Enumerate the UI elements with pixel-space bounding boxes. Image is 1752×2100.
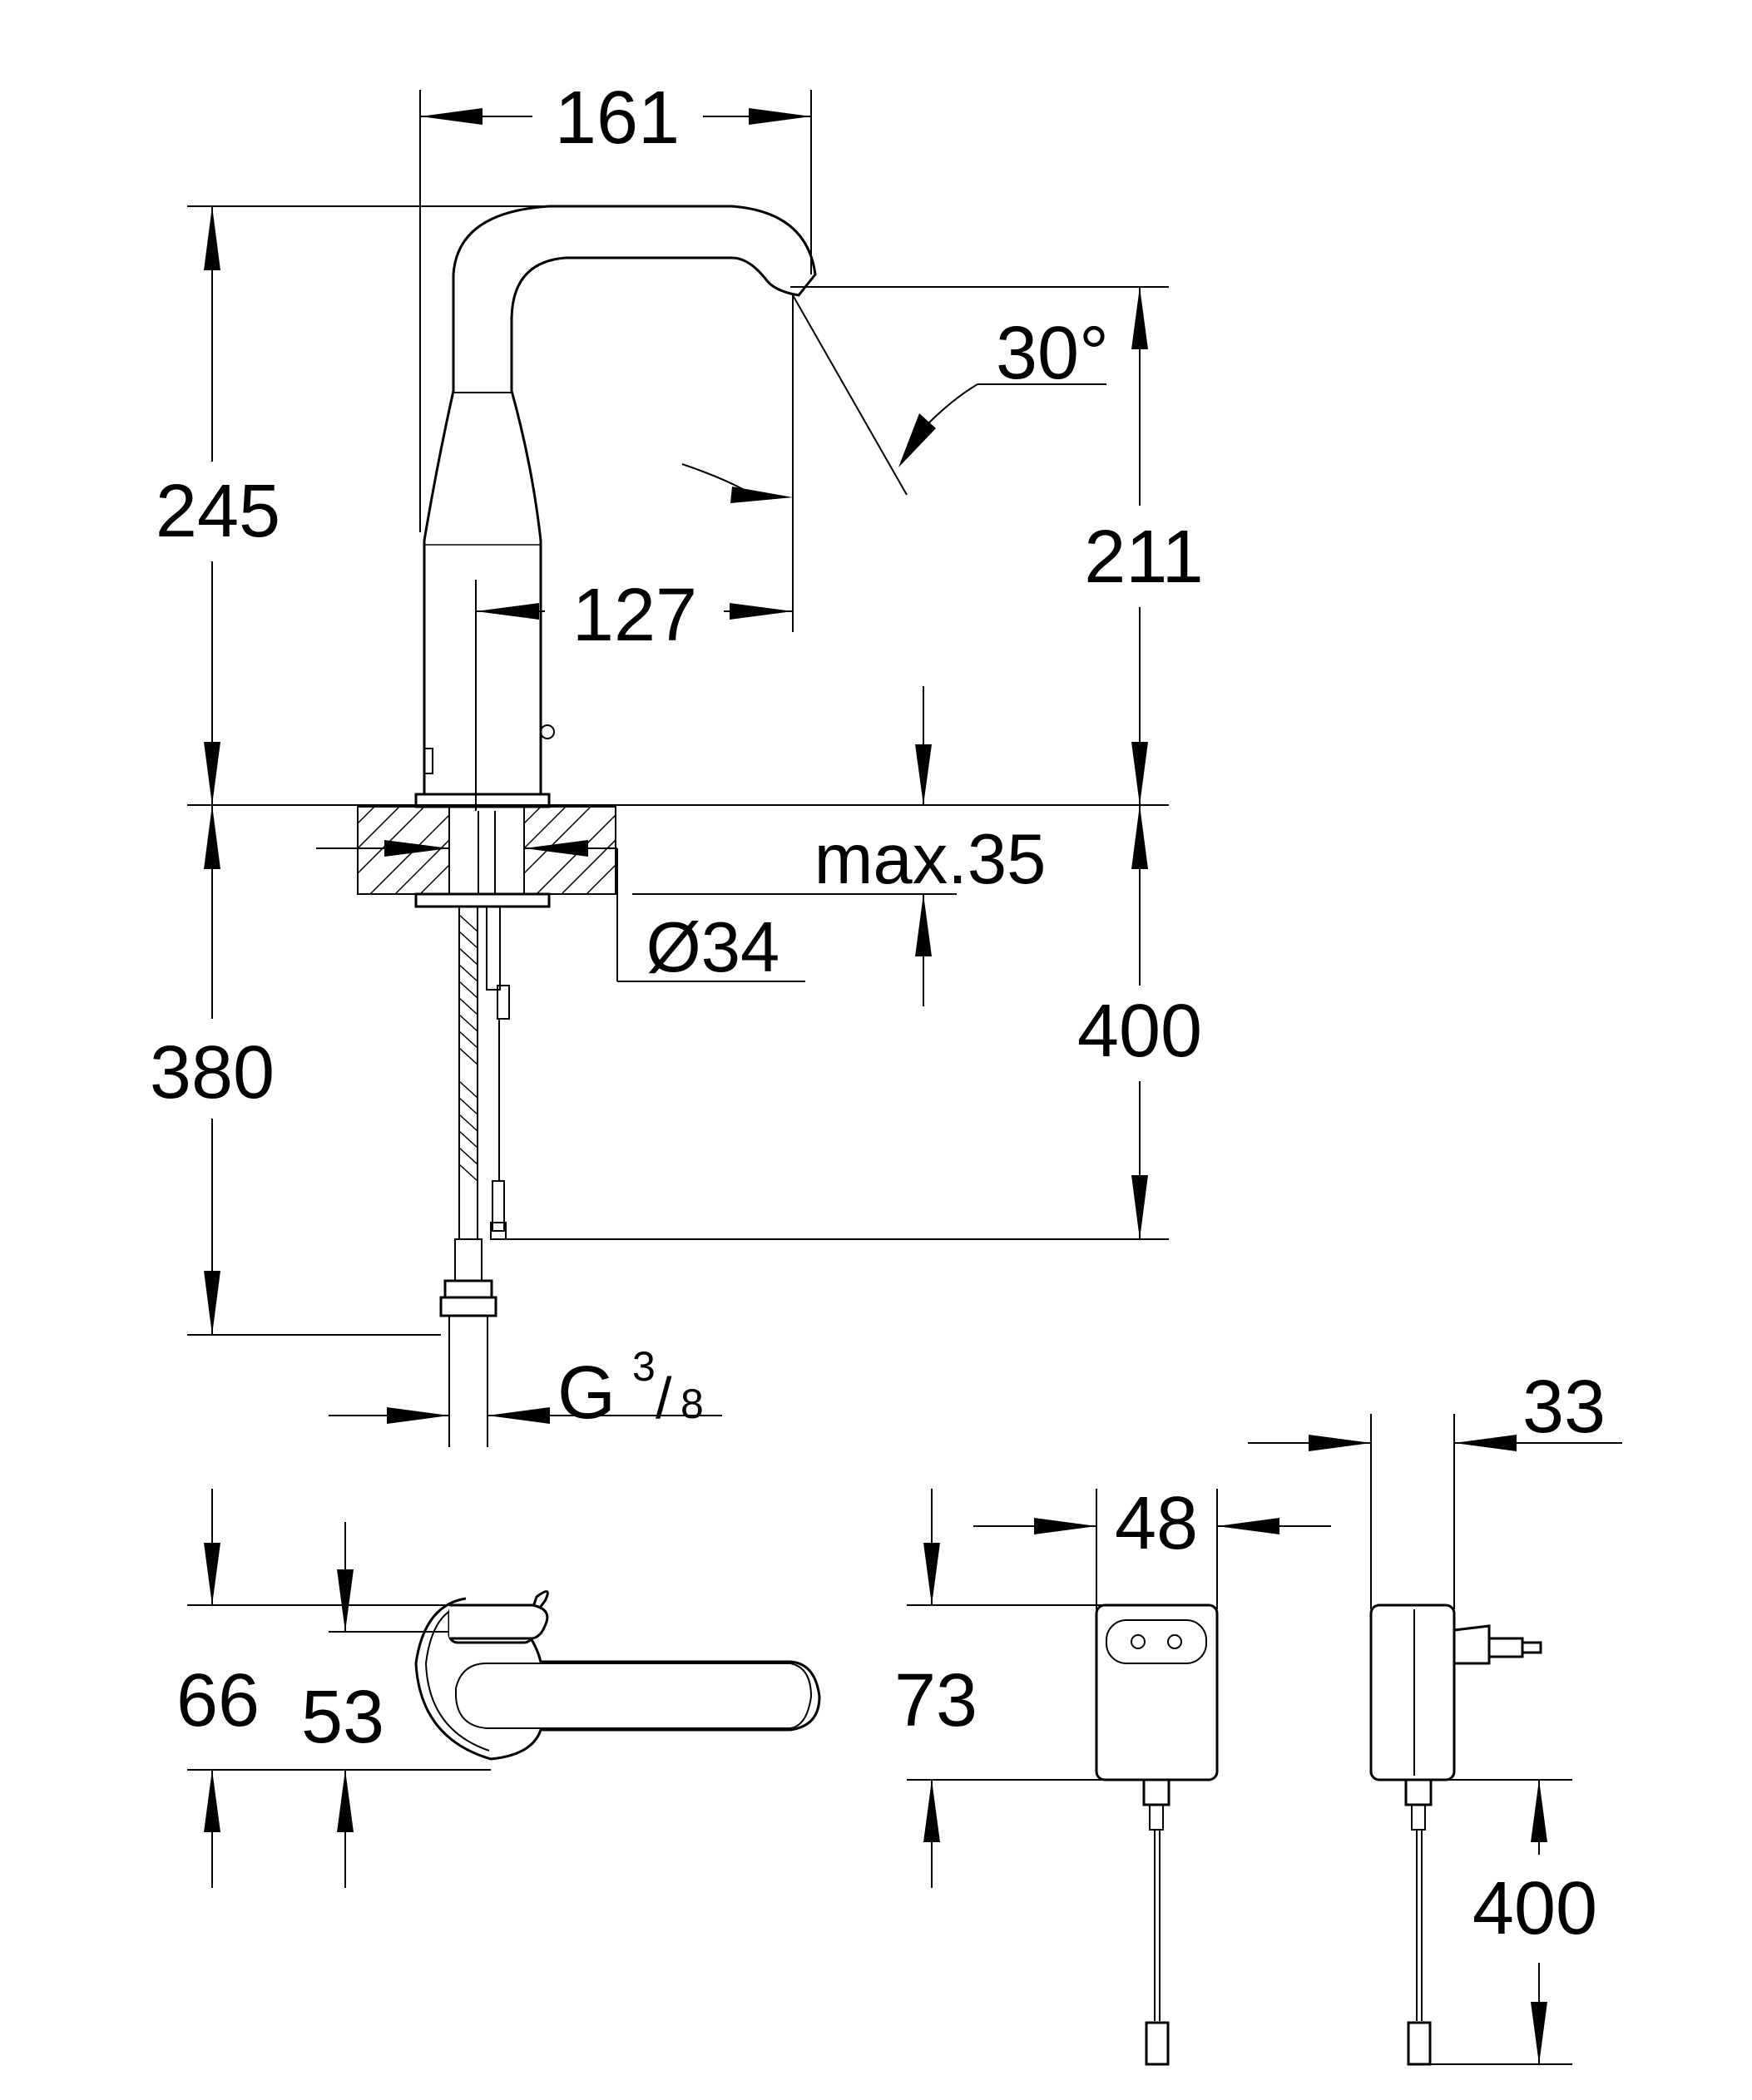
dim-spout-projection: 161 [555,77,680,160]
dim-thread: G [557,1351,616,1435]
dimension-lines-adapter [907,1414,1622,2065]
dim-spray-angle: 30° [996,312,1109,395]
sensor-dot [540,724,555,739]
dim-thread-numerator: 3 [632,1343,656,1390]
dim-outlet-reach: 127 [572,574,697,657]
sensor-cable [486,906,510,1240]
dim-hole-diameter: Ø34 [646,908,780,987]
dim-adapter-height: 73 [894,1659,977,1742]
dimension-lines-faucet [187,90,1169,1424]
dim-hose-length-inlet: 380 [150,1031,275,1114]
supply-hose [439,906,497,1447]
adapter-front-body [1095,1603,1219,1781]
dim-outlet-height: 211 [1084,516,1203,599]
mounting-nut [414,892,551,908]
dim-lever-height-outer: 66 [176,1659,260,1742]
dimension-lines-lever [187,1489,491,1888]
dim-lever-height-inner: 53 [301,1676,384,1759]
plug-pin [1487,1637,1524,1658]
dim-hose-length-supply: 400 [1077,990,1202,1073]
adapter-side-connector [1407,2021,1432,2066]
countertop-section [357,806,616,895]
dimension-labels: 161 245 30° 211 127 max.35 Ø34 400 380 G… [150,77,1606,1950]
lever-top-view [414,1590,821,1761]
dim-adapter-width: 48 [1115,1482,1198,1565]
adapter-side-body [1369,1603,1456,1781]
dim-thread-denominator: 8 [681,1381,704,1427]
dim-total-height: 245 [156,470,280,553]
plug-socket [1106,1619,1207,1664]
dim-adapter-depth: 33 [1522,1366,1606,1449]
mounting-shank [448,806,525,895]
power-adapter-side [1369,1603,1542,2066]
dim-adapter-cable-length: 400 [1472,1867,1597,1950]
sensor-window [423,748,433,774]
adapter-connector [1145,2021,1170,2066]
faucet-side-view [357,205,1169,1447]
power-adapter-front [1095,1603,1219,2066]
dim-max-thickness: max.35 [814,820,1047,899]
faucet-body [423,205,817,804]
dim-thread-slash: / [656,1366,672,1430]
